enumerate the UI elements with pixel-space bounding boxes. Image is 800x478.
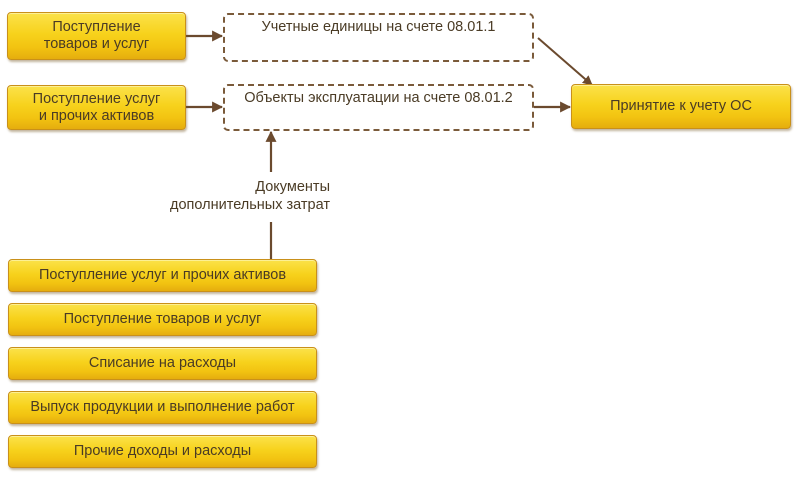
extra-cost-doc-services-receipt[interactable]: Поступление услуг и прочих активов: [8, 259, 317, 292]
extra-cost-doc-label: Списание на расходы: [88, 355, 237, 371]
extra-cost-doc-label: Поступление услуг и прочих активов: [38, 267, 287, 283]
source-box-services-receipt-label: Поступление услуг и прочих активов: [32, 90, 161, 124]
extra-cost-doc-label: Прочие доходы и расходы: [73, 443, 252, 459]
target-box-label: Принятие к учету ОС: [610, 98, 752, 114]
account-box-0812-label: Объекты эксплуатации на счете 08.01.2: [244, 90, 513, 106]
extra-cost-doc-label: Поступление товаров и услуг: [63, 311, 262, 327]
source-box-services-receipt[interactable]: Поступление услуг и прочих активов: [7, 85, 186, 130]
extra-cost-doc-write-off[interactable]: Списание на расходы: [8, 347, 317, 380]
extra-costs-label: Документы дополнительных затрат: [170, 179, 330, 213]
arrow-0811-to-target: [537, 37, 593, 86]
source-box-goods-receipt[interactable]: Поступление товаров и услуг: [7, 12, 186, 60]
extra-cost-doc-other-income-expenses[interactable]: Прочие доходы и расходы: [8, 435, 317, 468]
extra-cost-doc-production-output[interactable]: Выпуск продукции и выполнение работ: [8, 391, 317, 424]
target-box-fixed-asset-acceptance[interactable]: Принятие к учету ОС: [571, 84, 791, 129]
account-box-0812[interactable]: Объекты эксплуатации на счете 08.01.2: [223, 84, 534, 131]
account-box-0811-label: Учетные единицы на счете 08.01.1: [261, 19, 496, 35]
extra-cost-doc-label: Выпуск продукции и выполнение работ: [30, 399, 295, 415]
source-box-goods-receipt-label: Поступление товаров и услуг: [43, 19, 150, 52]
account-box-0811[interactable]: Учетные единицы на счете 08.01.1: [223, 13, 534, 62]
extra-cost-doc-goods-receipt[interactable]: Поступление товаров и услуг: [8, 303, 317, 336]
